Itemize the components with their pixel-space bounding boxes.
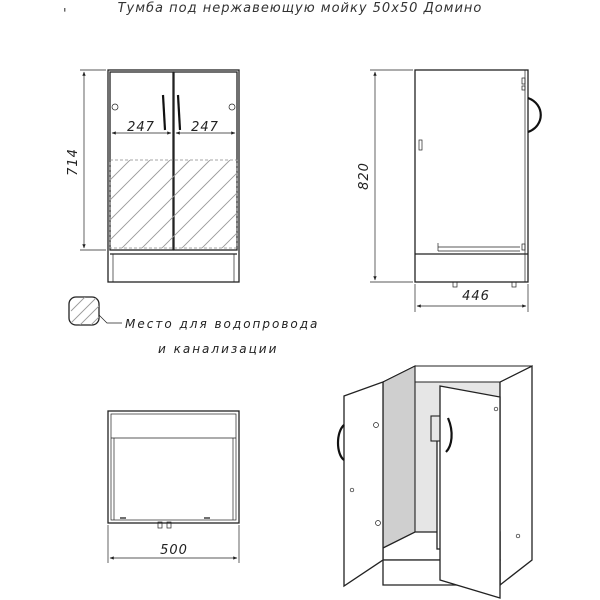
drawing-title: Тумба под нержавеющую мойку 50х50 Домино — [118, 1, 483, 16]
iso-left-door-handle — [336, 424, 345, 461]
legend: Место для водопровода и канализации — [68, 296, 319, 356]
top-leg-1 — [157, 521, 163, 529]
side-body-outline — [414, 69, 529, 283]
top-leg-2 — [166, 521, 172, 529]
front-hatch-area — [110, 160, 237, 248]
title-mark: ' — [63, 7, 68, 22]
front-left-handle — [161, 94, 167, 131]
drawing-title-group: ' Тумба под нержавеющую мойку 50х50 Доми… — [63, 1, 483, 22]
side-hinge-top-2 — [521, 85, 526, 91]
front-hidden-shelf — [109, 159, 238, 249]
dim-top-width: 500 — [160, 543, 188, 558]
iso-right-door — [439, 385, 501, 599]
iso-left-door-hinge-3 — [349, 487, 355, 493]
iso-right-door-handle — [445, 417, 453, 453]
top-inner-outline — [110, 413, 237, 521]
dim-door-right: 247 — [191, 120, 219, 135]
dim-door-left: 247 — [127, 120, 155, 135]
iso-right-door-hinge-1 — [493, 406, 499, 412]
side-foot-left — [452, 281, 458, 288]
side-handle — [527, 96, 542, 134]
legend-leader-line — [98, 314, 122, 324]
dim-front-height: 714 — [66, 148, 81, 176]
front-body-outline — [107, 69, 240, 283]
legend-swatch-hatch — [70, 297, 99, 325]
dim-side-depth: 446 — [462, 289, 490, 304]
side-view: 820 446 — [357, 69, 542, 312]
isometric-view — [336, 364, 533, 599]
top-view: 500 — [107, 410, 240, 563]
top-outline — [107, 410, 240, 524]
iso-right-side — [499, 364, 533, 587]
legend-label-line1: Место для водопровода — [125, 317, 319, 331]
front-left-door — [109, 71, 174, 251]
iso-left-door — [343, 381, 384, 588]
front-right-handle — [176, 94, 182, 131]
front-hinge-hole-left — [111, 103, 119, 111]
front-right-door — [173, 71, 238, 251]
side-back-mark — [418, 139, 423, 151]
side-foot-right — [511, 281, 517, 288]
front-hinge-hole-right — [228, 103, 236, 111]
side-hinge-top — [521, 77, 526, 85]
iso-right-door-hinge-2 — [515, 533, 521, 539]
front-view: 247 247 714 — [66, 69, 240, 283]
iso-left-inner-wall — [382, 365, 416, 549]
iso-left-door-hinge-2 — [375, 520, 381, 526]
iso-left-door-hinge-1 — [373, 422, 379, 428]
dim-side-height: 820 — [357, 162, 372, 190]
side-hinge-bottom — [521, 243, 526, 251]
legend-label-line2: и канализации — [158, 342, 278, 356]
